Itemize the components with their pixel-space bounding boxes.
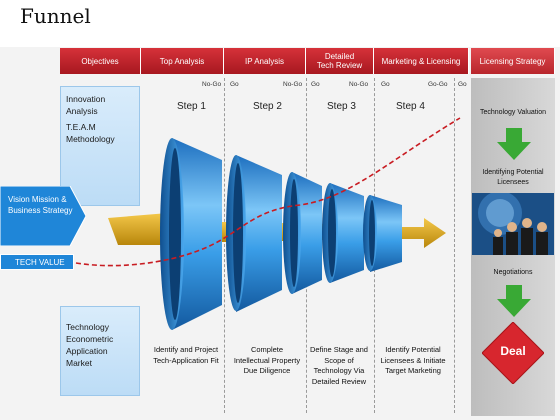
step-label: Step 4 xyxy=(396,101,425,112)
business-team-photo-icon xyxy=(472,193,554,255)
header-top-analysis: Top Analysis xyxy=(141,48,224,74)
header-objectives: Objectives xyxy=(60,48,141,74)
step-label: Step 3 xyxy=(327,101,356,112)
header-detailed-tech-review: Detailed Tech Review xyxy=(306,48,374,74)
step-label: Step 2 xyxy=(253,101,282,112)
funnel-segment-5 xyxy=(363,195,402,272)
funnel-segment-3 xyxy=(283,172,322,294)
step-3-description: Define Stage and Scope of Technology Via… xyxy=(310,345,368,386)
down-arrow-icon xyxy=(497,285,531,317)
page-title: Funnel xyxy=(20,4,91,28)
gate-label: Go xyxy=(230,81,239,88)
output-arrow xyxy=(402,218,446,248)
header-ip-analysis: IP Analysis xyxy=(224,48,306,74)
gate-label: Go xyxy=(381,81,390,88)
step-2-description: Complete Intellectual Property Due Dilig… xyxy=(233,345,301,375)
objectives-top-box: Innovation Analysis T.E.A.M Methodology xyxy=(60,86,140,206)
tech-value-curve xyxy=(75,117,461,267)
gate-label: No-Go xyxy=(349,81,369,88)
step-1-description: Identify and Project Tech-Application Fi… xyxy=(153,345,219,365)
tech-value-label: TECH VALUE xyxy=(0,254,74,270)
identifying-licensees-label: Identifying Potential Licensees xyxy=(482,169,544,186)
gate-label: Go xyxy=(458,81,467,88)
down-arrow-icon xyxy=(497,128,531,160)
step-label: Step 1 xyxy=(177,101,206,112)
technology-valuation-label: Technology Valuation xyxy=(479,109,547,116)
header-licensing-strategy: Licensing Strategy xyxy=(471,48,555,74)
vision-mission-text: Vision Mission & Business Strategy xyxy=(8,195,73,215)
negotiations-label: Negotiations xyxy=(493,269,533,276)
gate-label: No-Go xyxy=(283,81,303,88)
technology-econometric-text: Technology Econometric Application Marke… xyxy=(66,322,114,368)
innovation-analysis-text: Innovation Analysis xyxy=(66,94,106,116)
funnel-segment-2 xyxy=(226,155,282,312)
funnel-segment-4 xyxy=(322,183,364,283)
objectives-bottom-box: Technology Econometric Application Marke… xyxy=(60,306,140,396)
column-divider xyxy=(224,78,225,413)
column-divider xyxy=(454,78,455,413)
vision-arrow xyxy=(0,186,86,246)
gate-label: Go xyxy=(311,81,320,88)
step-4-description: Identify Potential Licensees & Initiate … xyxy=(380,345,446,375)
deal-label: Deal xyxy=(500,344,526,358)
gate-label: Go-Go xyxy=(428,81,448,88)
input-arrow xyxy=(108,213,168,245)
funnel-segment-1 xyxy=(160,138,222,330)
header-marketing-licensing: Marketing & Licensing xyxy=(374,48,469,74)
deal-diamond xyxy=(482,322,544,384)
team-methodology-text: T.E.A.M Methodology xyxy=(66,122,115,144)
gate-label: No-Go xyxy=(202,81,222,88)
